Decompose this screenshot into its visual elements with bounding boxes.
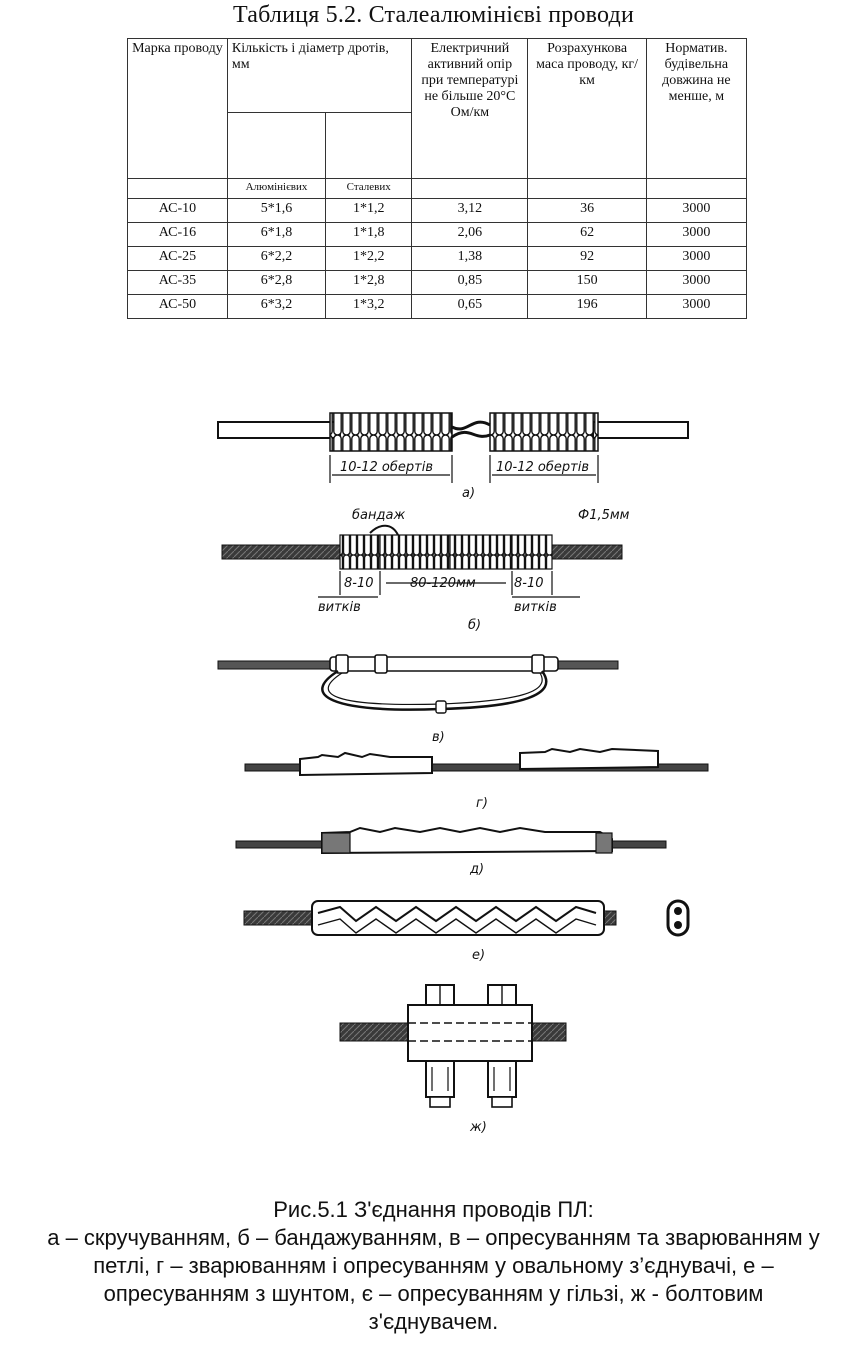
cell-mass: 62 (527, 222, 647, 247)
joint-zh-bolted: ж) (339, 984, 567, 1135)
table-row: АС-35 6*2,8 1*2,8 0,85 150 3000 (127, 270, 748, 295)
header-brand: Марка проводу (127, 38, 228, 179)
joint-d-sleeve: д) (235, 826, 667, 877)
header-resistance: Електричний активний опір при температур… (411, 38, 529, 179)
wire-joints-figure: 10-12 обертів 10-12 обертів а) бандаж Ф1… (217, 412, 709, 1135)
cell-brand: АС-35 (127, 270, 228, 295)
table-row: АС-50 6*3,2 1*3,2 0,65 196 3000 (127, 294, 748, 319)
header-length: Норматив. будівельна довжина не менше, м (645, 38, 748, 179)
header-wires: Кількість і діаметр дротів, мм (226, 38, 413, 113)
cell-brand: АС-16 (127, 222, 228, 247)
table-row: АС-25 6*2,2 1*2,2 1,38 92 3000 (127, 246, 748, 271)
cell-aluminium: 6*3,2 (226, 294, 327, 319)
caption-line: Рис.5.1 З'єднання проводів ПЛ: (273, 1197, 594, 1222)
cell-steel: 1*1,2 (325, 198, 413, 223)
cell-steel: 1*3,2 (325, 294, 413, 319)
label-b-right-word: витків (514, 600, 557, 615)
header-wires-sub-empty-2 (325, 112, 413, 179)
cell-mass: 196 (527, 294, 647, 319)
joint-e-shunt: е) (243, 899, 690, 963)
letter-e: е) (472, 948, 485, 963)
cell-length: 3000 (645, 270, 748, 295)
label-bandage: бандаж (352, 508, 405, 523)
cell-resistance: 2,06 (411, 222, 529, 247)
cell-resistance: 0,85 (411, 270, 529, 295)
cell-mass: 36 (527, 198, 647, 223)
label-b-right-num: 8-10 (514, 576, 544, 591)
caption-line: опресуванням з шунтом, є – опресуванням … (103, 1281, 764, 1306)
table-row: АС-10 5*1,6 1*1,2 3,12 36 3000 (127, 198, 748, 223)
cell-length: 3000 (645, 294, 748, 319)
cell-aluminium: 6*2,2 (226, 246, 327, 271)
cell-length: 3000 (645, 222, 748, 247)
cell-steel: 1*2,8 (325, 270, 413, 295)
cell-aluminium: 5*1,6 (226, 198, 327, 223)
label-diameter: Ф1,5мм (578, 508, 630, 523)
wire-spec-table: Марка проводу Кількість і діаметр дротів… (127, 38, 748, 319)
label-b-left-word: витків (318, 600, 361, 615)
cell-brand: АС-25 (127, 246, 228, 271)
joint-g-oval-sleeve: г) (244, 747, 709, 811)
cell-aluminium: 6*2,8 (226, 270, 327, 295)
cell-brand: АС-50 (127, 294, 228, 319)
table-row: АС-16 6*1,8 1*1,8 2,06 62 3000 (127, 222, 748, 247)
label-b-mid: 80-120мм (410, 576, 476, 591)
table-title: Таблиця 5.2. Сталеалюмінієві проводи (233, 2, 634, 28)
cell-mass: 150 (527, 270, 647, 295)
joint-b-bandage: бандаж Ф1,5мм 8-10 80-120мм 8-10 витків … (221, 508, 630, 633)
cell-brand: АС-10 (127, 198, 228, 223)
joint-v-loop: в) (217, 654, 619, 745)
letter-d: д) (469, 862, 484, 877)
cell-steel: 1*1,8 (325, 222, 413, 247)
label-a-right: 10-12 обертів (496, 460, 589, 475)
letter-g: г) (476, 796, 488, 811)
header-sub-empty (127, 178, 228, 199)
header-wires-sub-empty-1 (226, 112, 327, 179)
caption-line: а – скручуванням, б – бандажуванням, в –… (47, 1225, 820, 1250)
letter-zh: ж) (469, 1120, 487, 1135)
header-sub-empty (411, 178, 529, 199)
label-b-left-num: 8-10 (344, 576, 374, 591)
cell-length: 3000 (645, 246, 748, 271)
caption-line: з'єднувачем. (368, 1309, 499, 1334)
cell-resistance: 3,12 (411, 198, 529, 223)
joint-a-twisting: 10-12 обертів 10-12 обертів а) (217, 412, 689, 501)
cell-resistance: 0,65 (411, 294, 529, 319)
cell-steel: 1*2,2 (325, 246, 413, 271)
cell-resistance: 1,38 (411, 246, 529, 271)
cell-aluminium: 6*1,8 (226, 222, 327, 247)
header-steel: Сталевих (325, 178, 413, 199)
header-sub-empty (527, 178, 647, 199)
letter-a: а) (462, 486, 475, 501)
letter-b: б) (468, 618, 481, 633)
caption-line: петлі, г – зварюванням і опресуванням у … (93, 1253, 774, 1278)
figure-caption: Рис.5.1 З'єднання проводів ПЛ: а – скруч… (0, 1196, 867, 1336)
label-a-left: 10-12 обертів (340, 460, 433, 475)
header-aluminium: Алюмінієвих (226, 178, 327, 199)
cell-length: 3000 (645, 198, 748, 223)
cell-mass: 92 (527, 246, 647, 271)
letter-v: в) (432, 730, 445, 745)
header-mass: Розрахункова маса проводу, кг/км (527, 38, 647, 179)
header-sub-empty (645, 178, 748, 199)
